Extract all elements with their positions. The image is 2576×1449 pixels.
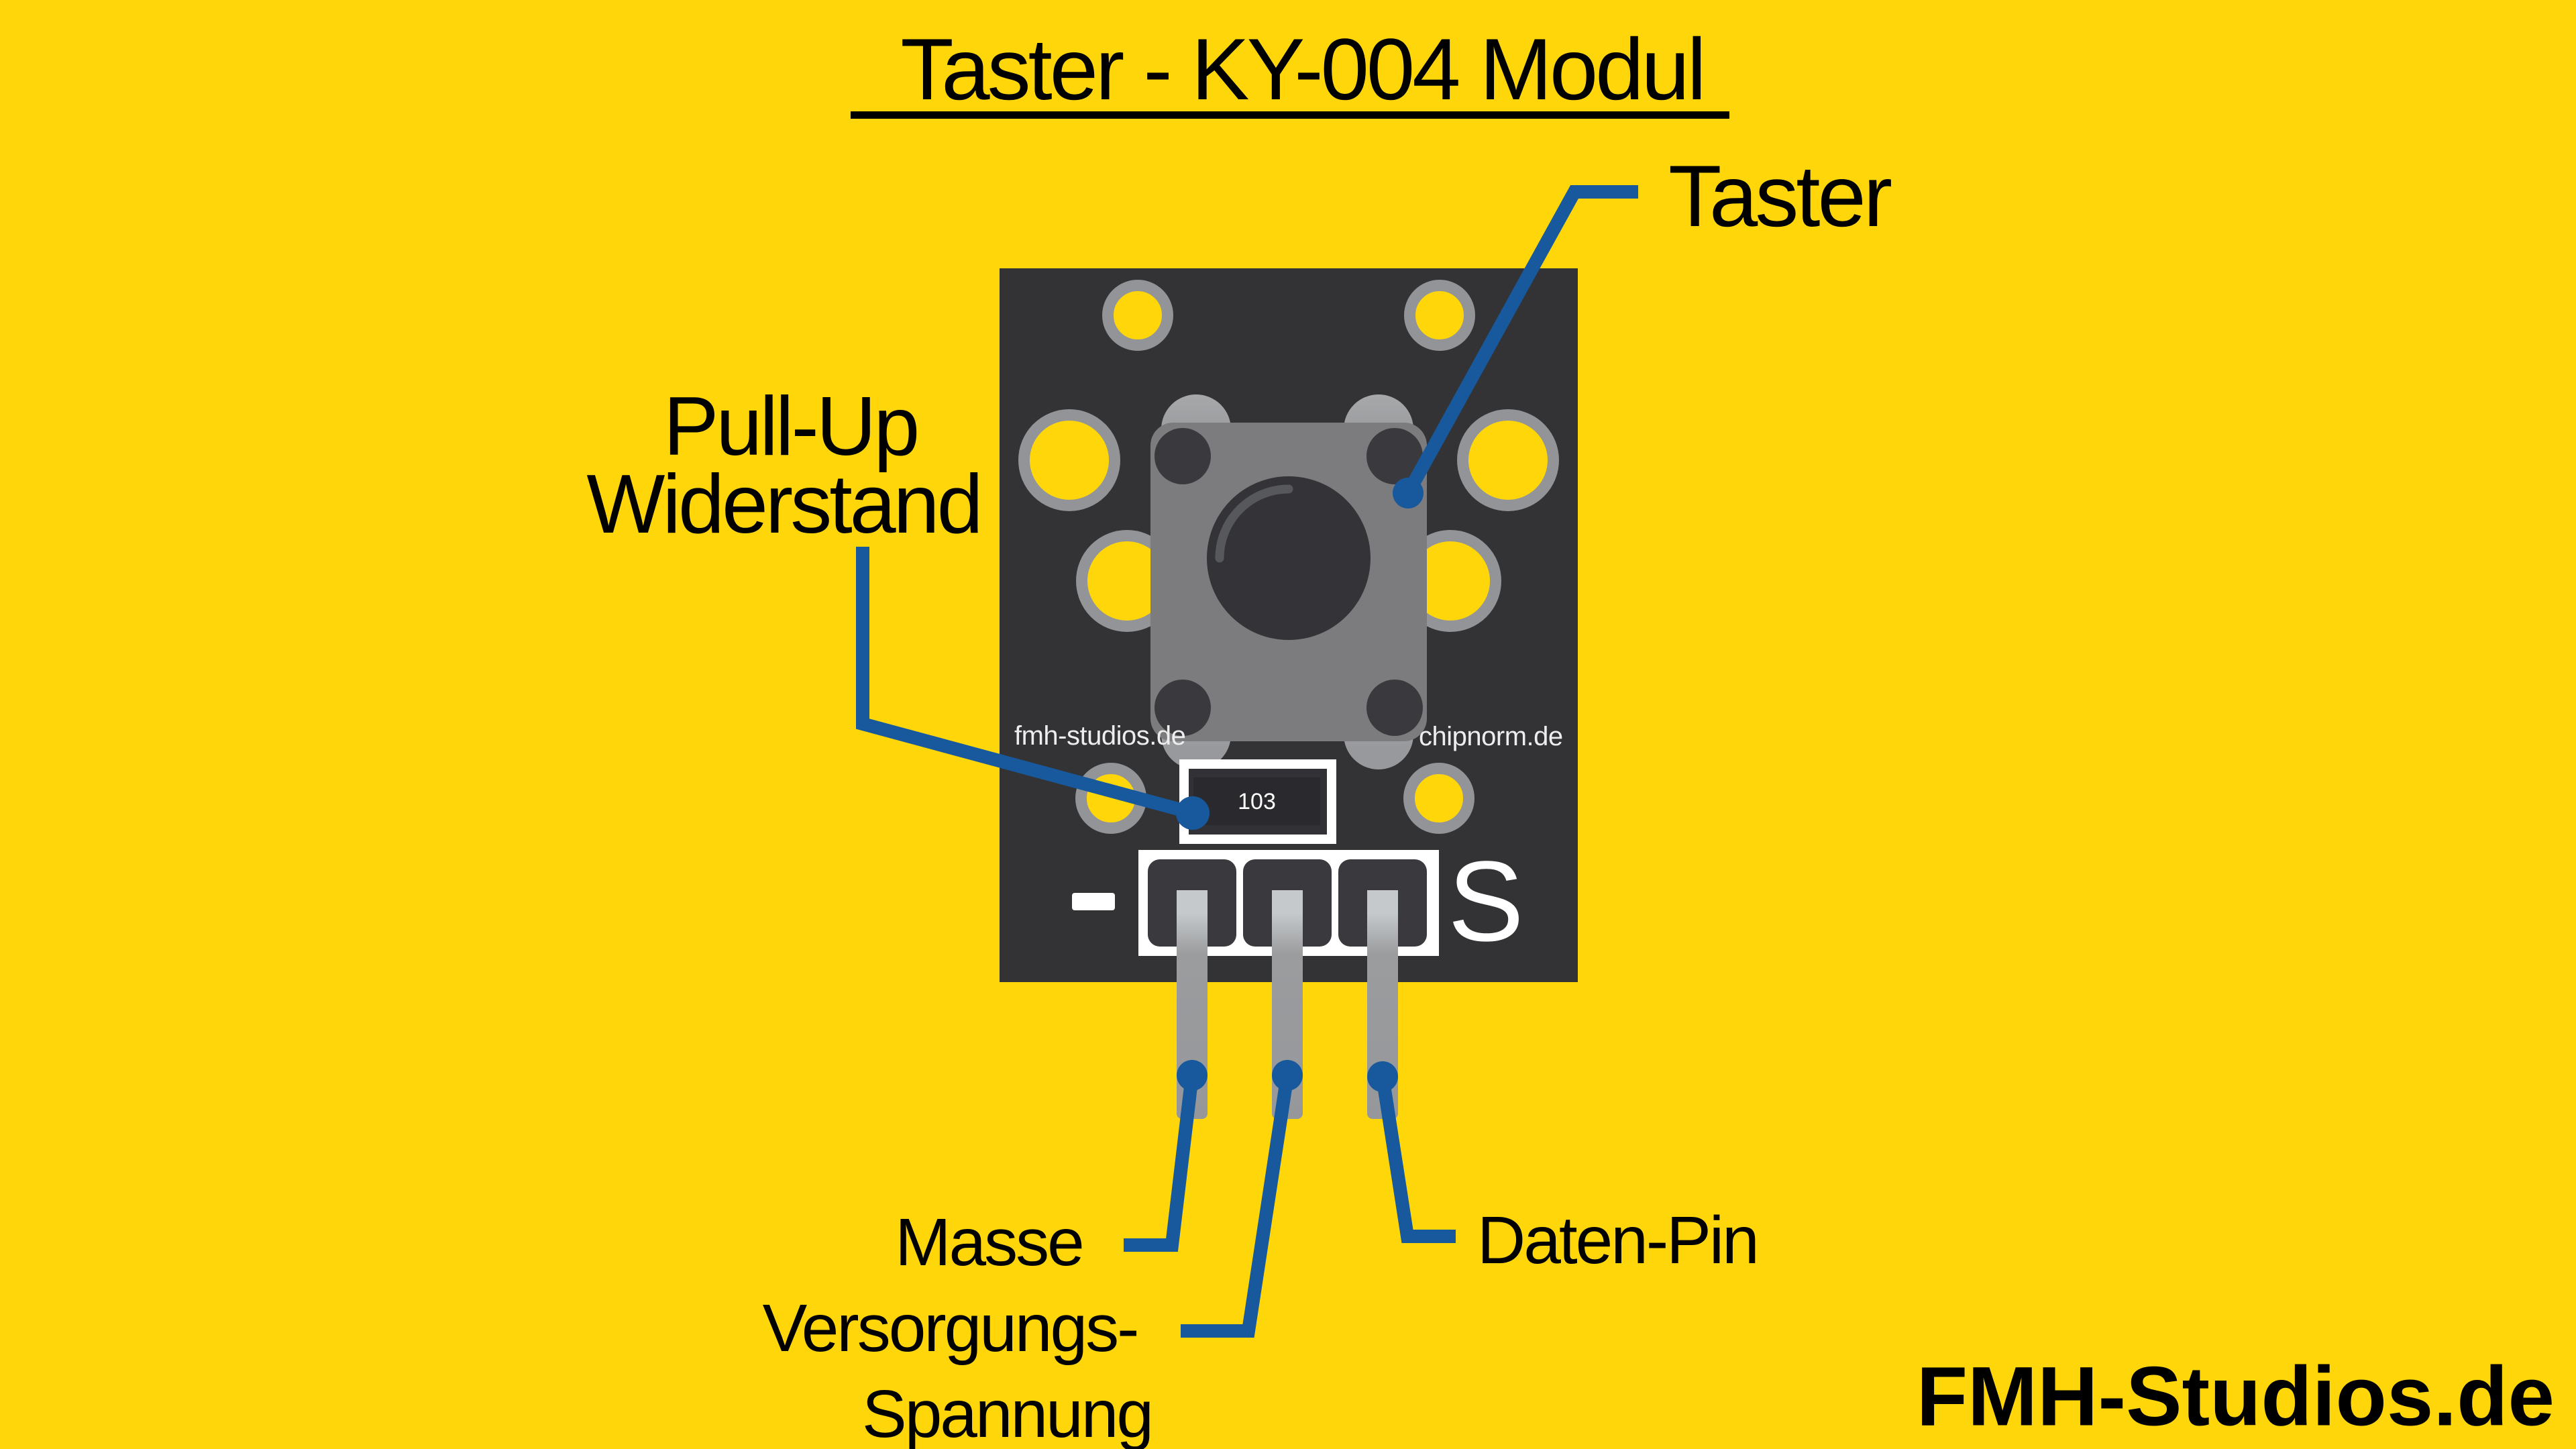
pin-signal: [1367, 890, 1398, 1119]
label-versorgung-line1: Versorgungs-: [762, 1291, 1140, 1366]
label-daten-pin: Daten-Pin: [1477, 1203, 1760, 1278]
silkscreen-chipnorm: chipnorm.de: [1419, 722, 1563, 751]
pin-vcc: [1272, 890, 1303, 1119]
pin-gnd: [1177, 890, 1208, 1119]
pad-mid-left-upper: [1018, 409, 1120, 511]
title-underline: [851, 111, 1729, 119]
minus-marking: [1072, 893, 1115, 910]
button-leg-top-right: [1366, 428, 1423, 484]
pad-top-left: [1102, 280, 1173, 351]
pad-bottom-right: [1403, 763, 1474, 834]
pad-bottom-left: [1075, 763, 1146, 834]
page-title: Taster - KY-004 Modul: [900, 20, 1706, 118]
resistor-body: 103: [1193, 777, 1320, 825]
pad-mid-right-upper: [1457, 409, 1559, 511]
signal-marking: S: [1448, 838, 1524, 965]
silkscreen-fmh-studios: fmh-studios.de: [1014, 721, 1186, 751]
pad-top-right: [1404, 280, 1475, 351]
resistor-code: 103: [1238, 788, 1276, 814]
button-leg-bottom-right: [1366, 680, 1423, 736]
label-taster: Taster: [1668, 147, 1892, 245]
branding-site: FMH-Studios.de: [1916, 1350, 2555, 1444]
button-cap[interactable]: [1207, 476, 1371, 640]
label-pullup-line1: Pull-Up: [663, 380, 920, 473]
button-leg-top-left: [1155, 428, 1211, 484]
label-masse: Masse: [895, 1205, 1085, 1280]
label-versorgung-line2: Spannung: [861, 1377, 1154, 1449]
label-pullup-line2: Widerstand: [586, 458, 983, 551]
